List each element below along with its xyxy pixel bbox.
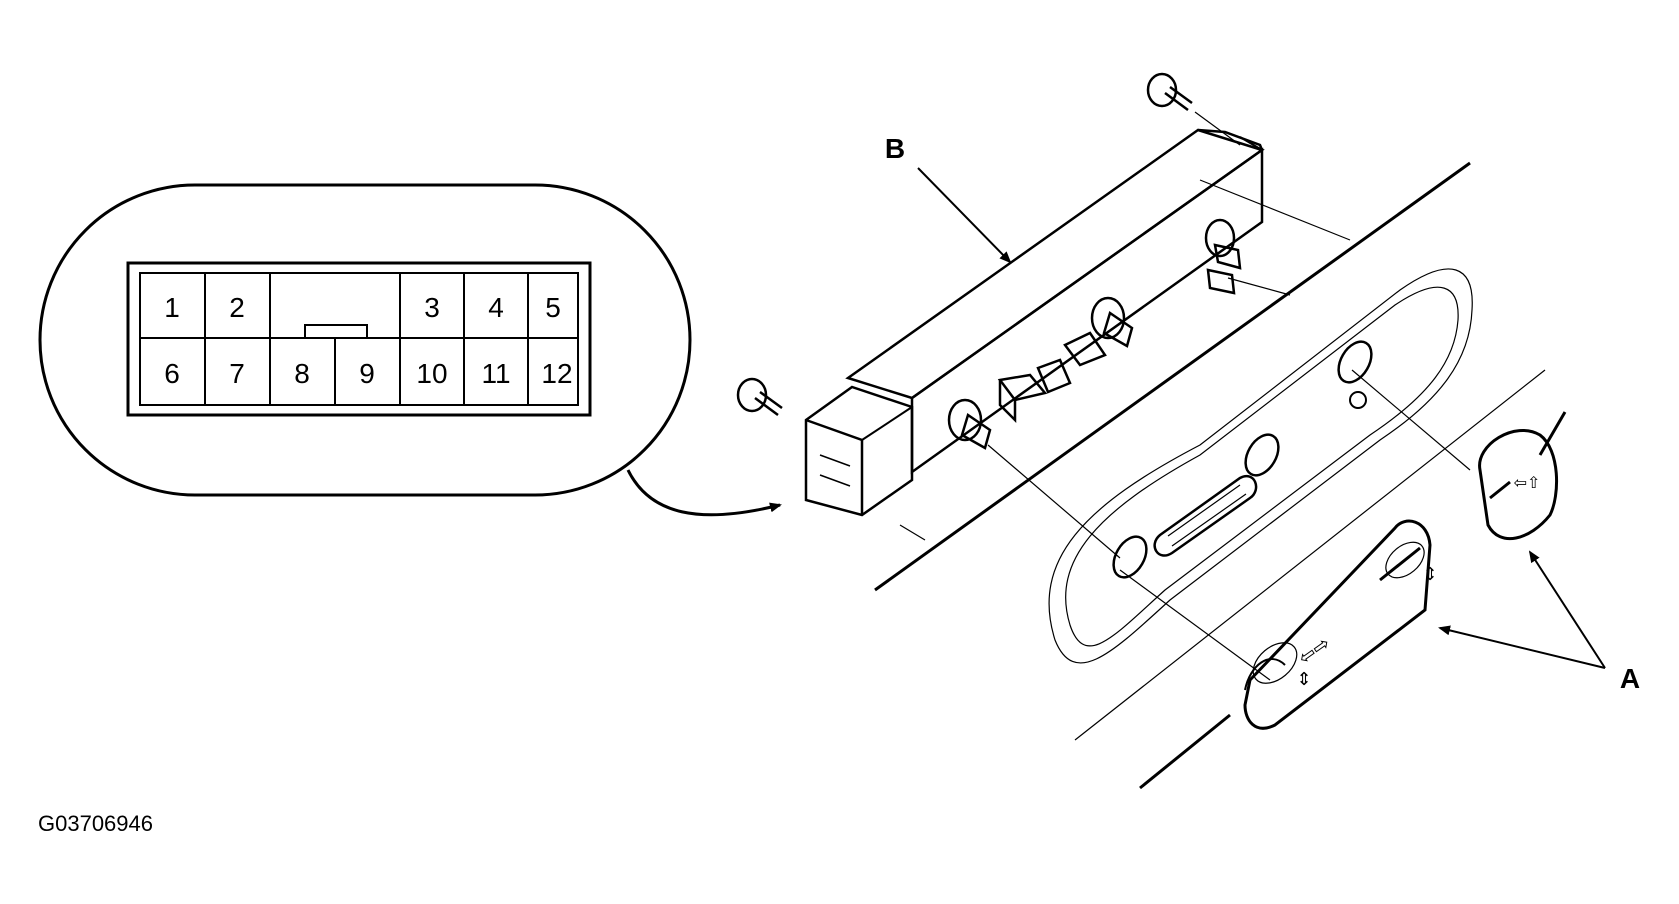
knob-small: ⇦⇧ — [1478, 429, 1559, 541]
pin-10-label: 10 — [416, 358, 447, 389]
bezel-panel — [987, 268, 1473, 681]
svg-text:⇦⇧: ⇦⇧ — [1514, 475, 1541, 492]
knob-long: ⇦⇨ ⇕ ⇕ — [1243, 519, 1438, 730]
svg-text:⇕: ⇕ — [1296, 669, 1311, 689]
pin-1-label: 1 — [164, 292, 180, 323]
label-b-text: B — [885, 133, 905, 164]
connector-face: 1 2 3 4 5 6 7 8 9 10 11 12 — [126, 261, 592, 417]
knob — [997, 358, 1072, 424]
pin-2-label: 2 — [229, 292, 245, 323]
pin-4-label: 4 — [488, 292, 504, 323]
panel-edges — [874, 161, 1567, 790]
knob — [1090, 296, 1134, 348]
screw — [1146, 72, 1241, 146]
pin-8-label: 8 — [294, 358, 310, 389]
pin-12-label: 12 — [541, 358, 572, 389]
screw — [736, 377, 783, 417]
pin-11-label: 11 — [481, 358, 510, 389]
knob — [947, 398, 992, 450]
pin-6-label: 6 — [164, 358, 180, 389]
pin-5-label: 5 — [545, 292, 561, 323]
label-a: A — [1438, 550, 1640, 694]
pin-9-label: 9 — [359, 358, 375, 389]
knob — [1204, 218, 1242, 295]
connector-callout — [38, 183, 782, 517]
label-b: B — [885, 133, 1012, 264]
svg-text:⇕: ⇕ — [1422, 564, 1437, 584]
pin-3-label: 3 — [424, 292, 440, 323]
label-a-text: A — [1620, 663, 1640, 694]
pin-7-label: 7 — [229, 358, 245, 389]
switch-body — [804, 128, 1351, 541]
svg-text:⇦⇨: ⇦⇨ — [1295, 632, 1335, 669]
knob — [1063, 331, 1107, 367]
figure-code: G03706946 — [38, 811, 153, 836]
